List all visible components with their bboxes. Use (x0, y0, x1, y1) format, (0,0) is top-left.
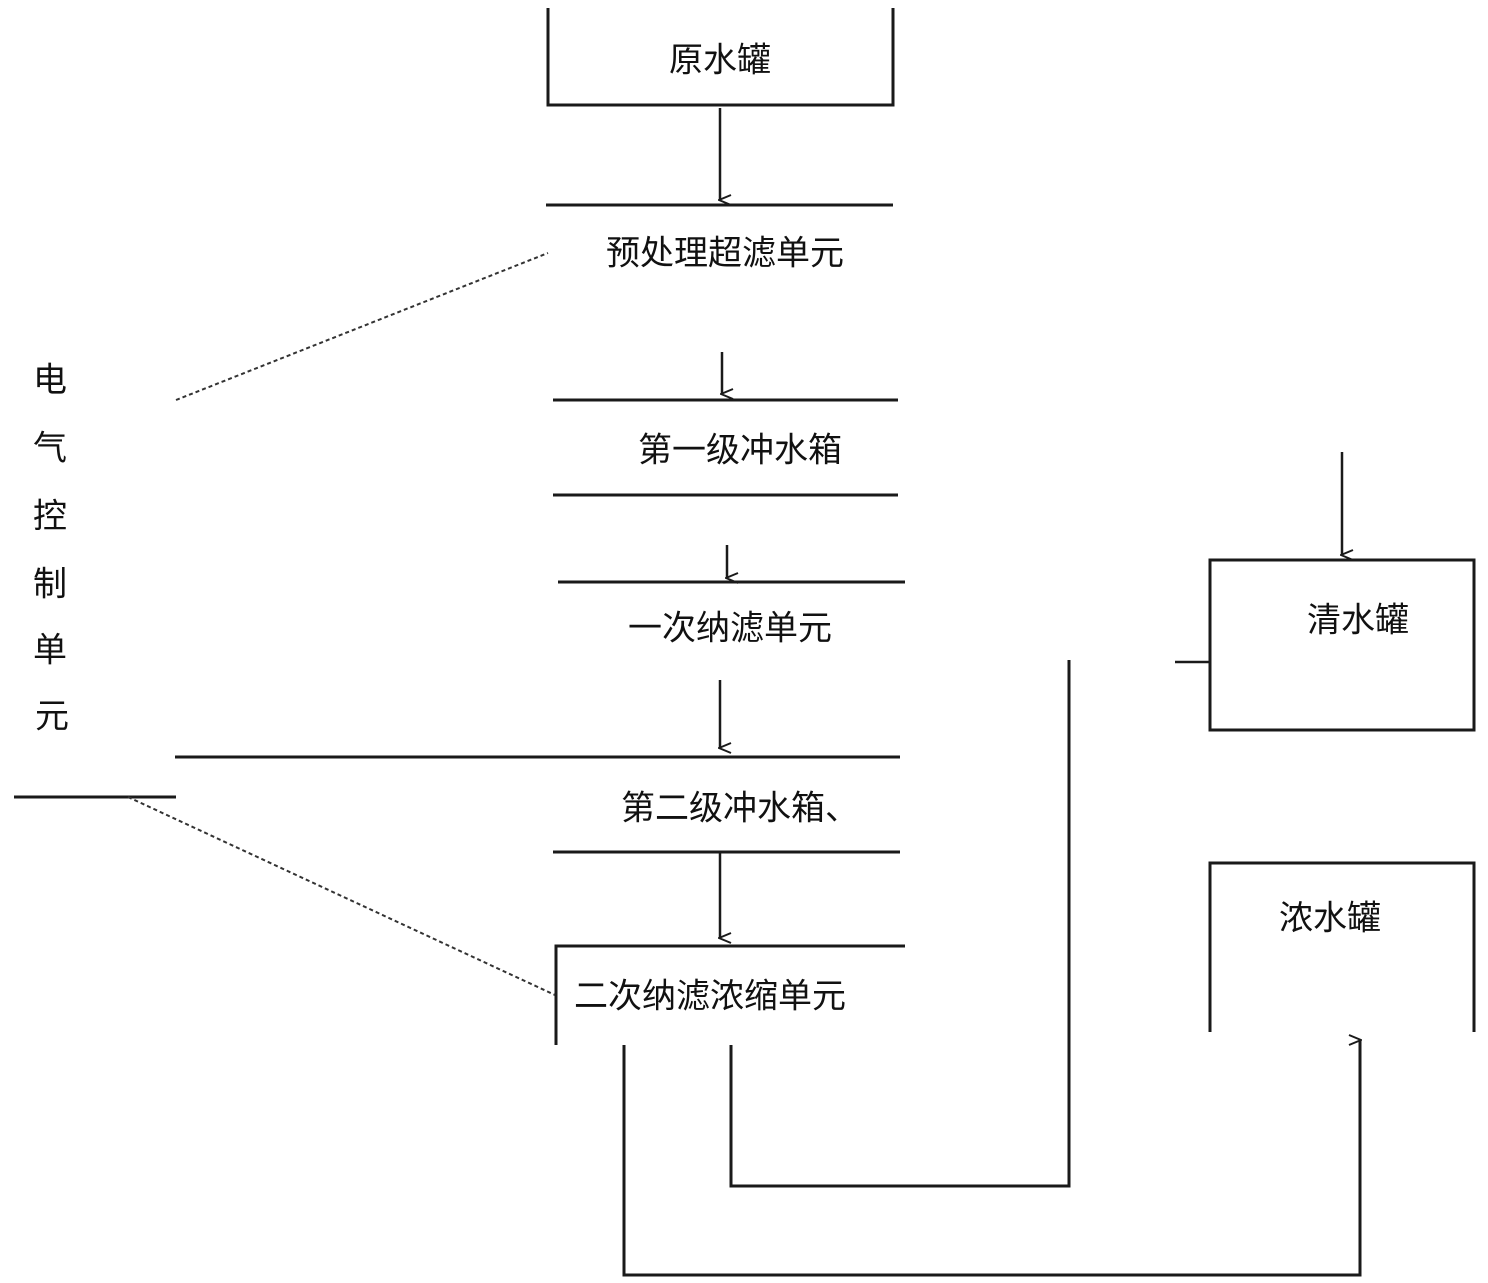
buffer2-tank: 第二级冲水箱、 (175, 755, 900, 854)
buffer1-tank: 第一级冲水箱 (553, 398, 898, 497)
buffer2-label: 第二级冲水箱、 (621, 789, 859, 829)
raw-tank-box: 原水罐 (546, 8, 895, 107)
electric-control-char-5: 单 (33, 631, 67, 671)
buffer1-label: 第一级冲水箱 (638, 431, 842, 471)
concentrate-tank-label: 浓水罐 (1279, 899, 1381, 939)
nf2-concentrate-label: 二次纳滤浓缩单元 (574, 977, 846, 1017)
electric-control-char-1: 电 (33, 361, 67, 401)
raw-tank-label: 原水罐 (669, 41, 771, 81)
electric-control-char-6: 元 (35, 697, 69, 737)
nf1-unit: 一次纳滤单元 (558, 580, 905, 649)
pipe-nf2-permeate (729, 660, 1071, 1188)
control-link-nf2 (127, 796, 556, 996)
control-link-pretreat (175, 252, 549, 401)
pipe-nf2-concentrate (622, 1040, 1360, 1277)
electric-control-char-2: 气 (33, 429, 67, 469)
concentrate-tank-box: 浓水罐 (1208, 861, 1476, 1032)
pretreat-uf-unit: 预处理超滤单元 (546, 203, 893, 274)
electric-control-unit: 电 气 控 制 单 元 (14, 361, 176, 799)
pretreat-uf-label: 预处理超滤单元 (606, 234, 844, 274)
nf2-concentrate-unit: 二次纳滤浓缩单元 (554, 944, 905, 1045)
clean-tank-box: 清水罐 (1208, 558, 1476, 732)
electric-control-char-3: 控 (33, 497, 67, 537)
electric-control-char-4: 制 (33, 565, 67, 605)
nf1-label: 一次纳滤单元 (628, 609, 832, 649)
clean-tank-label: 清水罐 (1307, 601, 1409, 641)
